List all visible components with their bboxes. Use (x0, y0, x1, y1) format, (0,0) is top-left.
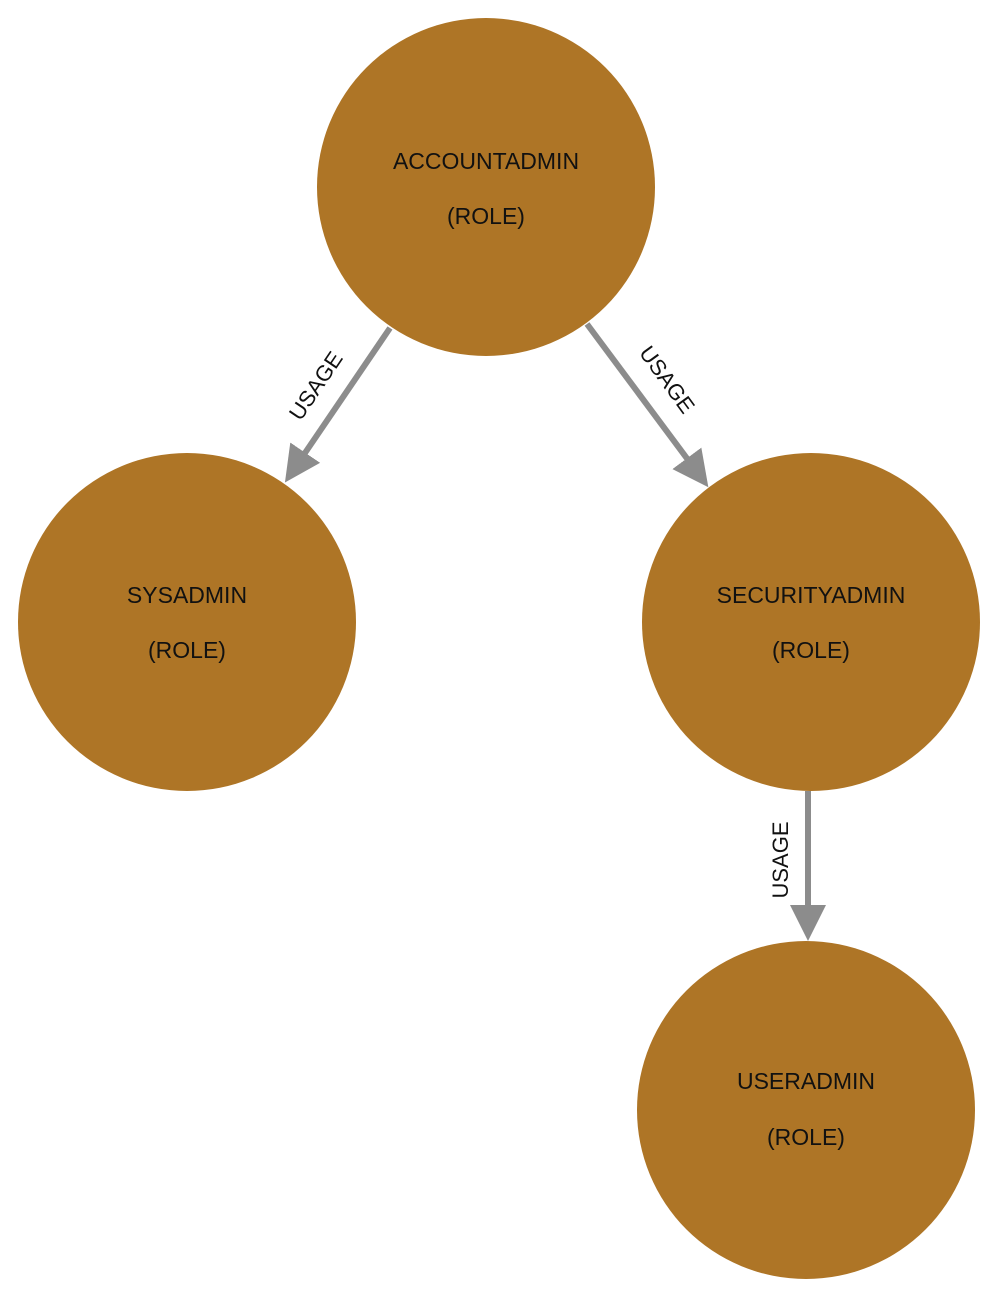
edge-label-usage: USAGE (634, 341, 700, 418)
node-name: SYSADMIN (127, 582, 247, 608)
node-type: (ROLE) (772, 637, 850, 663)
node-type: (ROLE) (767, 1124, 845, 1150)
node-name: SECURITYADMIN (717, 582, 906, 608)
node-sysadmin[interactable]: SYSADMIN (ROLE) (18, 453, 356, 791)
node-name: ACCOUNTADMIN (393, 148, 579, 174)
node-circle (642, 453, 980, 791)
node-circle (317, 18, 655, 356)
arrow-line (284, 326, 393, 483)
node-name: USERADMIN (737, 1068, 875, 1094)
arrow-line (584, 322, 709, 488)
edge-label-usage: USAGE (768, 821, 793, 898)
edge-securityadmin-useradmin[interactable]: USAGE (768, 791, 826, 941)
edge-label-usage: USAGE (284, 347, 348, 425)
edge-accountadmin-sysadmin[interactable]: USAGE (284, 326, 393, 483)
node-securityadmin[interactable]: SECURITYADMIN (ROLE) (642, 453, 980, 791)
node-accountadmin[interactable]: ACCOUNTADMIN (ROLE) (317, 18, 655, 356)
node-type: (ROLE) (148, 637, 226, 663)
node-circle (18, 453, 356, 791)
edge-accountadmin-securityadmin[interactable]: USAGE (584, 322, 709, 488)
node-circle (637, 941, 975, 1279)
node-type: (ROLE) (447, 203, 525, 229)
node-useradmin[interactable]: USERADMIN (ROLE) (637, 941, 975, 1279)
